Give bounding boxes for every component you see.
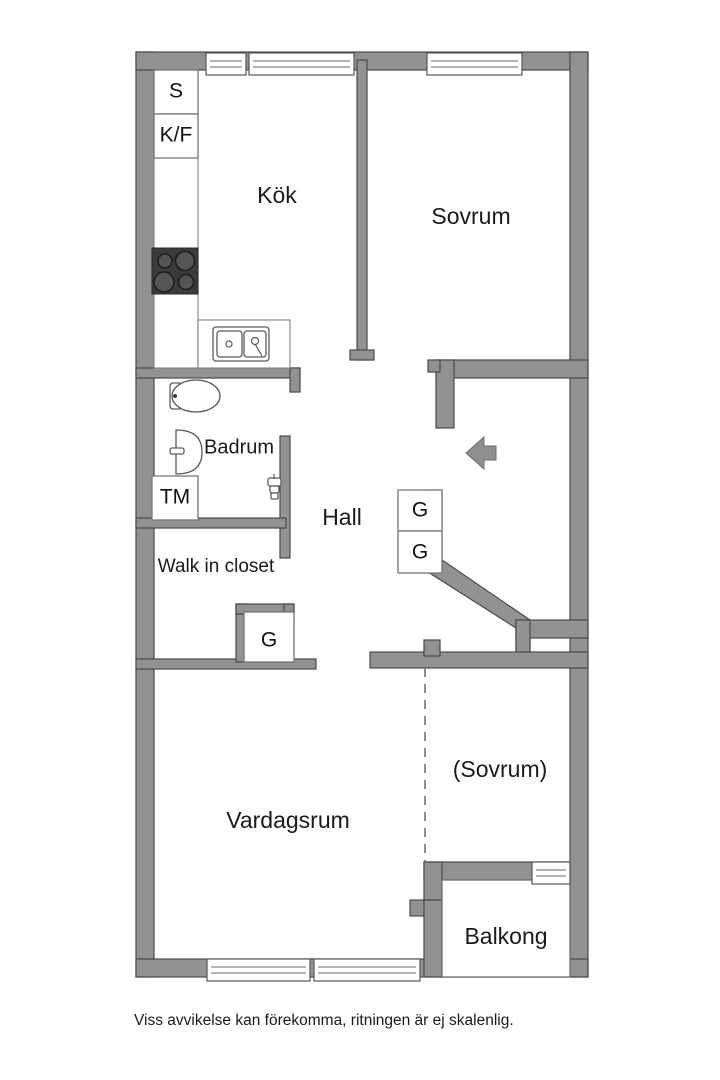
window-vardagsrum-left bbox=[206, 958, 311, 982]
labels-layer: Kök Sovrum Badrum Hall Walk in closet Va… bbox=[158, 80, 548, 950]
wall-outer-left bbox=[135, 51, 155, 978]
wardrobe-closet bbox=[243, 611, 295, 663]
kitchen-fixtures bbox=[151, 69, 291, 369]
window-sovrum-optional bbox=[531, 861, 571, 885]
window-kok-small bbox=[205, 52, 247, 76]
wall-closet-bottom bbox=[135, 658, 317, 670]
plan-caption: Viss avvikelse kan förekomma, ritningen … bbox=[134, 1012, 514, 1029]
appliance-label-wardrobe-hall-lower: G bbox=[412, 541, 428, 564]
appliance-label-wardrobe-closet: G bbox=[261, 629, 277, 652]
window-kok-large bbox=[248, 52, 355, 76]
wall-kok-bottom-return bbox=[289, 367, 301, 393]
windows-layer bbox=[205, 52, 571, 982]
room-label-kok: Kök bbox=[257, 182, 297, 208]
wall-diagonal bbox=[427, 559, 531, 660]
room-label-balkong: Balkong bbox=[464, 923, 547, 949]
wall-sovrum-bottom-left-return bbox=[435, 359, 455, 429]
wall-kok-bottom bbox=[135, 367, 301, 379]
wall-badrum-bottom bbox=[135, 517, 287, 529]
wall-balkong-left-lower bbox=[423, 899, 443, 978]
wall-sovrum-opt-nub bbox=[423, 639, 441, 657]
wall-sovrum-nub bbox=[427, 359, 441, 373]
window-sovrum bbox=[426, 52, 523, 76]
appliance-label-fridge-freezer: K/F bbox=[160, 124, 193, 147]
room-label-sovrum-optional: (Sovrum) bbox=[453, 756, 548, 782]
appliance-label-dishwasher: S bbox=[169, 80, 183, 103]
room-label-walk-in-closet: Walk in closet bbox=[158, 556, 275, 577]
appliance-label-wardrobe-hall-upper: G bbox=[412, 499, 428, 522]
wardrobes-layer bbox=[243, 489, 443, 663]
appliance-label-washing-machine: TM bbox=[160, 486, 190, 509]
toilet-icon bbox=[169, 379, 221, 413]
walls-layer bbox=[135, 51, 589, 978]
balkong-floor bbox=[441, 879, 571, 978]
room-label-vardagsrum: Vardagsrum bbox=[226, 807, 350, 833]
wall-kok-sovrum-foot bbox=[349, 349, 375, 361]
wall-kok-sovrum bbox=[356, 59, 368, 361]
kitchen-sink-icon bbox=[212, 326, 270, 362]
wall-sovrum-bottom bbox=[435, 359, 589, 379]
room-label-hall: Hall bbox=[322, 504, 362, 530]
appliance-washing-machine bbox=[151, 475, 199, 521]
wardrobe-hall-upper bbox=[397, 489, 443, 532]
room-label-badrum: Badrum bbox=[204, 436, 274, 458]
bathroom-fixtures bbox=[151, 379, 282, 521]
window-vardagsrum-right bbox=[313, 958, 421, 982]
wall-outer-right bbox=[569, 51, 589, 978]
washbasin-icon bbox=[169, 429, 203, 475]
wardrobe-hall-lower bbox=[397, 530, 443, 574]
stove-icon bbox=[151, 247, 199, 295]
room-label-sovrum: Sovrum bbox=[431, 203, 510, 229]
wall-badrum-right bbox=[279, 435, 291, 559]
appliance-fridge-freezer bbox=[153, 113, 199, 159]
wall-vardagsrum-top-right bbox=[369, 651, 589, 669]
shower-icon bbox=[267, 474, 282, 500]
entrance-arrow bbox=[465, 435, 497, 471]
